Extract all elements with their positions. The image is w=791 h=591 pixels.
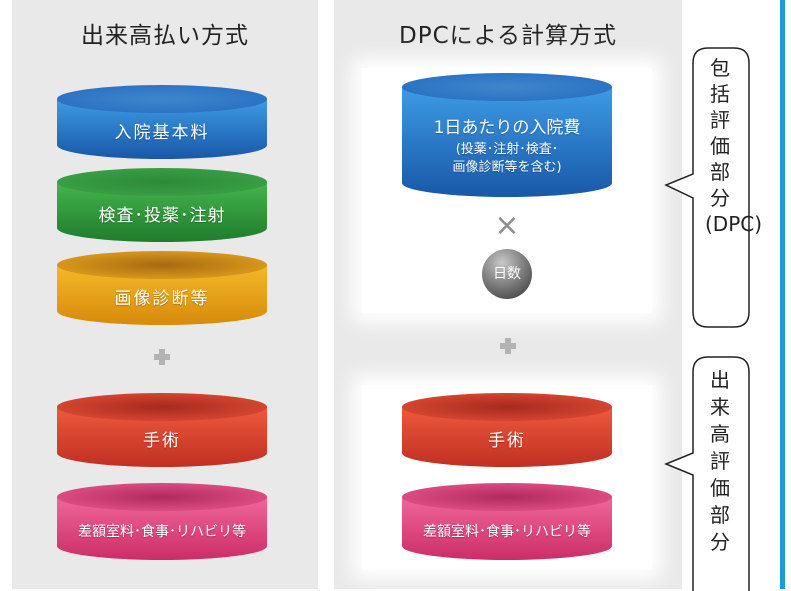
dpc-bubble: [664, 47, 750, 328]
daily-cost-sub2: 画像診断等を含む): [452, 159, 562, 175]
cylinder-daily-cost: [402, 73, 612, 197]
cylinder-surgery-right: [402, 393, 612, 467]
cylinder-extra-fees-right: [402, 483, 612, 560]
dpc-title: DPCによる計算方式: [399, 23, 617, 49]
days-sphere: 日数: [482, 249, 532, 299]
multiply-icon: ×: [494, 208, 520, 243]
fee-bubble-text: 出来高評価部分: [710, 368, 730, 554]
cylinder-surgery-right-label: 手術: [488, 431, 526, 451]
cylinder-imaging: [57, 251, 267, 325]
plus-icon-left: [154, 349, 170, 365]
cylinder-basic-fee-label: 入院基本料: [114, 123, 210, 143]
fee-for-service-title: 出来高払い方式: [81, 23, 249, 49]
cylinder-tests-meds: [57, 168, 267, 242]
cylinder-imaging-label: 画像診断等: [114, 289, 210, 309]
cylinder-basic-fee: [57, 85, 267, 159]
daily-cost-sub1: (投薬･注射･検査･: [455, 142, 559, 158]
dpc-bubble-text: 包括評価部分(DPC): [705, 56, 763, 236]
right-accent-edge: [780, 0, 785, 589]
plus-icon-right: [500, 338, 516, 354]
cylinder-extra-fees-right-label: 差額室料･食事･リハビリ等: [423, 524, 591, 540]
daily-cost-title: 1日あたりの入院費: [433, 118, 581, 138]
cylinder-surgery-left: [57, 393, 267, 467]
cylinder-extra-fees-left-label: 差額室料･食事･リハビリ等: [78, 524, 246, 540]
cylinder-tests-meds-label: 検査･投薬･注射: [98, 206, 226, 226]
cylinder-surgery-left-label: 手術: [143, 431, 181, 451]
fee-bubble: [664, 356, 750, 591]
daily-cost-label: 1日あたりの入院費 (投薬･注射･検査･ 画像診断等を含む): [402, 118, 612, 176]
cylinder-extra-fees-left: [57, 483, 267, 560]
